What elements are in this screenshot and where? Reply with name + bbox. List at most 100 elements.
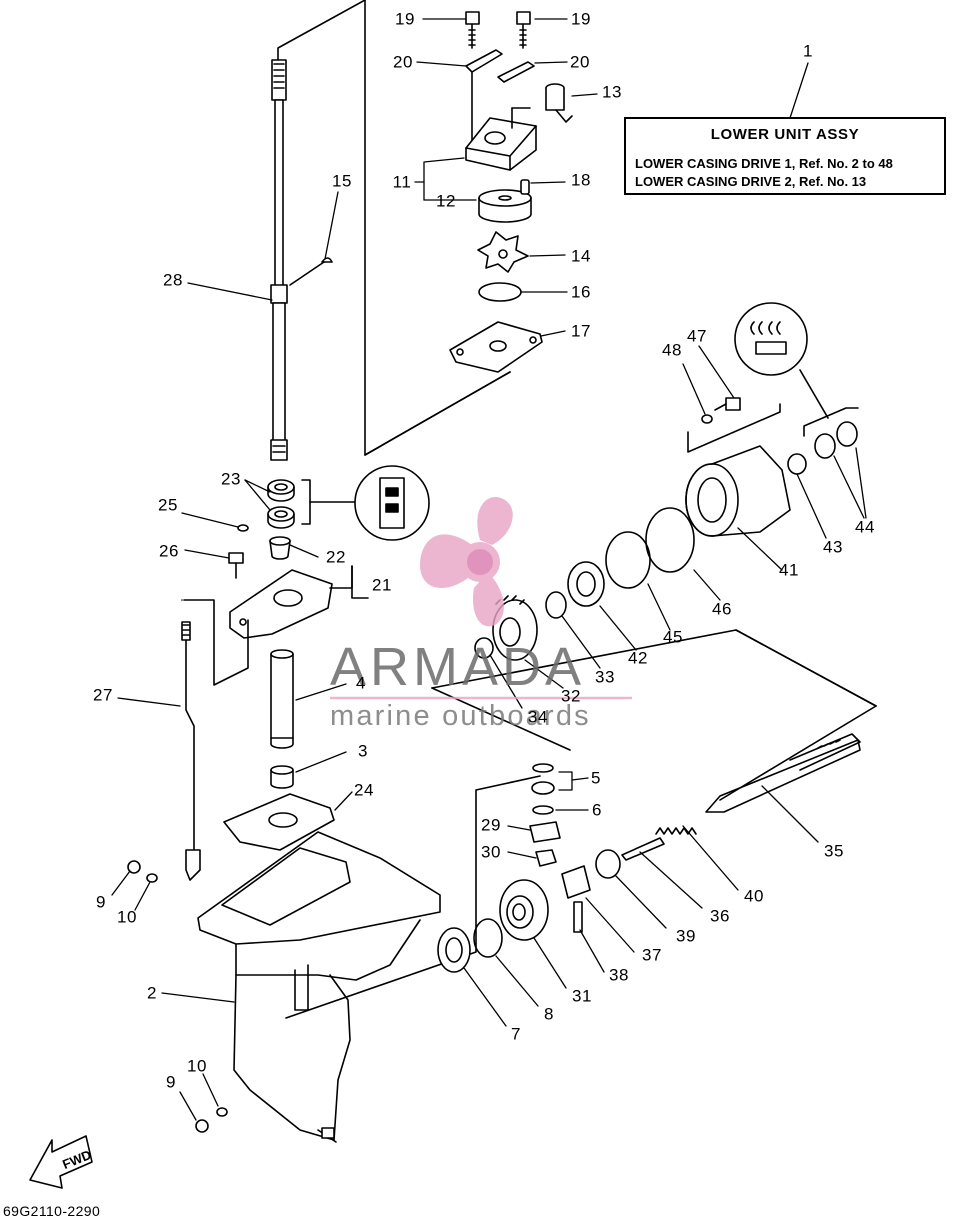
callout[interactable]: 36 <box>710 906 730 926</box>
callout[interactable]: 46 <box>712 599 732 619</box>
leader-lines <box>111 18 867 1121</box>
lower-casing <box>197 775 541 1143</box>
washer-48 <box>701 414 713 424</box>
drain-plug-upper <box>127 860 158 883</box>
callout[interactable]: 9 <box>166 1072 176 1092</box>
bolt-bracket <box>687 403 781 453</box>
assembly-ref-line-2: LOWER CASING DRIVE 2, Ref. No. 13 <box>635 174 867 189</box>
callout[interactable]: 37 <box>642 945 662 965</box>
callout[interactable]: 4 <box>356 673 366 693</box>
callout[interactable]: 27 <box>93 685 113 705</box>
callout[interactable]: 16 <box>571 282 591 302</box>
dog-clutch <box>561 865 591 899</box>
bushing-22 <box>269 536 291 560</box>
oil-seals <box>267 479 357 529</box>
callout[interactable]: 22 <box>326 547 346 567</box>
fwd-arrow <box>29 1135 93 1189</box>
callout[interactable]: 30 <box>481 842 501 862</box>
pump-housing <box>465 71 537 171</box>
callout[interactable]: 23 <box>221 469 241 489</box>
bolt-19b <box>516 11 531 49</box>
water-tube <box>545 83 573 123</box>
callout[interactable]: 10 <box>187 1056 207 1076</box>
callout[interactable]: 33 <box>595 667 615 687</box>
bolt-26 <box>228 552 244 579</box>
drive-shaft-group-line-2 <box>364 0 511 456</box>
circlip-25 <box>237 524 249 532</box>
callout[interactable]: 15 <box>332 171 352 191</box>
dowel-pin <box>520 179 530 195</box>
callout[interactable]: 28 <box>163 270 183 290</box>
callout[interactable]: 17 <box>571 321 591 341</box>
assembly-title: LOWER UNIT ASSY <box>710 126 860 143</box>
callout[interactable]: 24 <box>354 780 374 800</box>
impeller <box>477 231 529 273</box>
callout[interactable]: 10 <box>117 907 137 927</box>
callout[interactable]: 13 <box>602 82 622 102</box>
woodruff-key <box>321 257 333 263</box>
gasket-24 <box>223 793 335 851</box>
callout[interactable]: 7 <box>511 1024 521 1044</box>
callout[interactable]: 1 <box>803 41 813 61</box>
seal-orientation-callout <box>734 302 829 419</box>
callout[interactable]: 19 <box>395 9 415 29</box>
bearing-43 <box>787 453 807 475</box>
shift-rod <box>181 599 249 881</box>
callout[interactable]: 14 <box>571 246 591 266</box>
callout[interactable]: 19 <box>571 9 591 29</box>
reverse-gear <box>499 879 549 941</box>
nut-30 <box>535 849 557 867</box>
insert-cartridge <box>478 189 532 223</box>
callout[interactable]: 32 <box>561 686 581 706</box>
callout[interactable]: 5 <box>591 768 601 788</box>
callout[interactable]: 12 <box>436 191 456 211</box>
bearing-housing <box>685 445 791 537</box>
callout[interactable]: 6 <box>592 800 602 820</box>
callout[interactable]: 29 <box>481 815 501 835</box>
plate-20a <box>465 49 503 73</box>
callout[interactable]: 3 <box>358 741 368 761</box>
seal-detail-callout <box>354 465 430 541</box>
callout[interactable]: 25 <box>158 495 178 515</box>
callout[interactable]: 35 <box>824 841 844 861</box>
propeller-shaft <box>705 733 861 813</box>
callout[interactable]: 48 <box>662 340 682 360</box>
seal-44-bracket <box>803 407 859 437</box>
callout[interactable]: 18 <box>571 170 591 190</box>
callout[interactable]: 41 <box>779 560 799 580</box>
callout[interactable]: 44 <box>855 517 875 537</box>
callout[interactable]: 38 <box>609 965 629 985</box>
callout[interactable]: 8 <box>544 1004 554 1024</box>
callout[interactable]: 40 <box>744 886 764 906</box>
callout[interactable]: 20 <box>393 52 413 72</box>
callout[interactable]: 31 <box>572 986 592 1006</box>
callout[interactable]: 21 <box>372 575 392 595</box>
callout[interactable]: 45 <box>663 627 683 647</box>
washer-34 <box>474 637 494 659</box>
diagram-code: 69G2110-2290 <box>3 1203 101 1219</box>
watermark-brand: ARMADA <box>330 637 586 697</box>
drain-plug-lower <box>195 1107 228 1133</box>
watermark-tagline: marine outboards <box>330 700 591 732</box>
callout[interactable]: 9 <box>96 892 106 912</box>
washer-6 <box>532 805 554 815</box>
seal-housing <box>229 565 369 639</box>
callout[interactable]: 11 <box>392 172 412 192</box>
bearing-5 <box>531 781 555 795</box>
shift-plunger <box>621 837 665 861</box>
callout[interactable]: 2 <box>147 983 157 1003</box>
callout[interactable]: 47 <box>687 326 707 346</box>
bearing-42 <box>567 561 605 607</box>
plate-20b <box>497 61 535 83</box>
shim-5 <box>532 763 554 773</box>
drive-shaft <box>270 59 288 461</box>
callout[interactable]: 42 <box>628 648 648 668</box>
callout[interactable]: 34 <box>528 707 548 727</box>
assembly-title-box: LOWER UNIT ASSY LOWER CASING DRIVE 1, Re… <box>624 117 946 195</box>
pinion-29 <box>529 821 561 843</box>
callout[interactable]: 26 <box>159 541 179 561</box>
callout[interactable]: 20 <box>570 52 590 72</box>
callout[interactable]: 43 <box>823 537 843 557</box>
callout[interactable]: 39 <box>676 926 696 946</box>
